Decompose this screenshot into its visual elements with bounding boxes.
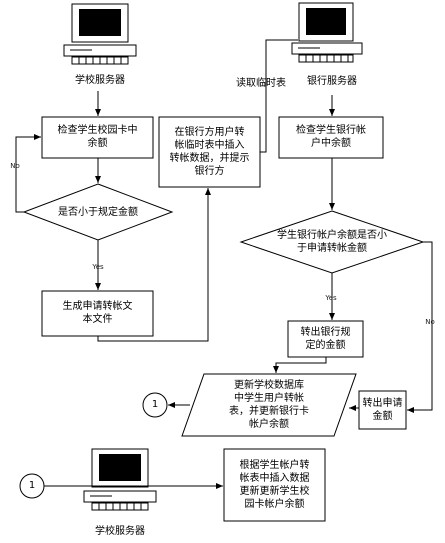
transfer-request-box [358,390,407,430]
arrow-file-to-insert [97,188,211,342]
update-db-line-2: 中学生用户转帐 [234,393,304,404]
generate-file-text: 生成申请转帐文 本文件 [42,300,153,326]
school-server-bottom-computer-icon [83,448,157,511]
arrow-amount-to-update [273,357,327,373]
generate-file-box [41,290,154,337]
update-db-line-1: 更新学校数据库 [234,380,304,391]
transfer-amount-line-2: 定的金额 [305,340,346,351]
check-campus-card-text: 检查学生校园卡中 余额 [42,124,153,150]
bank-server-label: 银行服务器 [307,76,357,87]
update-db-parallelogram [181,373,357,437]
insert-temp-line-1: 在银行方用户转 [174,127,245,138]
yes-label-2: Yes [325,294,337,302]
check-bank-balance-text: 检查学生银行帐 户中余额 [279,124,383,150]
check-bank-balance-line-1: 检查学生银行帐 [296,125,366,136]
decision-bank-line-1: 学生银行帐户余额是否小 [277,230,387,241]
school-server-top-computer-icon [63,3,137,65]
generate-file-line-2: 本文件 [82,314,113,325]
school-server-bottom-label: 学校服务器 [95,526,145,537]
decision-bank-text: 学生银行帐户余额是否小 于申请转帐金额 [252,229,412,255]
generate-file-line-1: 生成申请转帐文 [62,301,133,312]
update-db-line-3: 表，并更新银行卡 [229,406,309,417]
no-label-2: No [425,318,435,326]
update-campus-line-2: 帐表中插入数据 [239,473,310,484]
update-campus-text: 根据学生帐户转 帐表中插入数据 更新更新学生校 园卡帐户余额 [224,459,325,511]
connector-1-label: 1 [151,399,159,410]
transfer-request-line-1: 转出申请 [362,398,403,409]
school-server-top-label: 学校服务器 [75,75,125,86]
insert-temp-line-2: 帐临时表中插入 [174,140,245,151]
arrow-decision-no-loop [15,134,41,213]
read-temp-table-label: 读取临时表 [236,78,286,89]
arrow-bank-decision-no [407,241,433,413]
update-campus-line-4: 园卡帐户余额 [244,499,305,510]
yes-label-1: Yes [92,263,104,271]
bank-server-computer-icon [291,2,363,63]
update-campus-line-3: 更新更新学生校 [239,486,310,497]
update-campus-box [223,448,326,522]
update-db-text: 更新学校数据库 中学生用户转帐 表，并更新银行卡 帐户余额 [194,379,344,431]
check-campus-card-line-1: 检查学生校园卡中 [57,125,138,136]
check-bank-balance-line-2: 户中余额 [311,138,351,149]
transfer-amount-text: 转出银行规 定的金额 [288,326,363,352]
update-campus-line-1: 根据学生帐户转 [239,460,310,471]
transfer-request-text: 转出申请 金额 [359,397,406,423]
insert-temp-line-3: 转帐数据，并提示 [169,153,250,164]
transfer-request-line-2: 金额 [372,411,393,422]
no-label-1: No [10,162,20,170]
insert-temp-line-4: 银行方 [194,166,225,177]
transfer-amount-line-1: 转出银行规 [300,327,351,338]
connector-circle-1 [142,392,168,418]
check-bank-balance-box [278,116,384,159]
line-insert-to-bank [260,39,298,153]
connector-2-label: 1 [28,480,36,491]
decision-less-than-text: 是否小于规定金额 [58,207,138,218]
update-db-line-4: 帐户余额 [249,419,289,430]
check-campus-card-line-2: 余额 [87,138,108,149]
insert-temp-text: 在银行方用户转 帐临时表中插入 转帐数据，并提示 银行方 [159,126,260,178]
transfer-amount-box [287,320,364,358]
decision-bank-line-2: 于申请转帐金额 [297,243,367,254]
